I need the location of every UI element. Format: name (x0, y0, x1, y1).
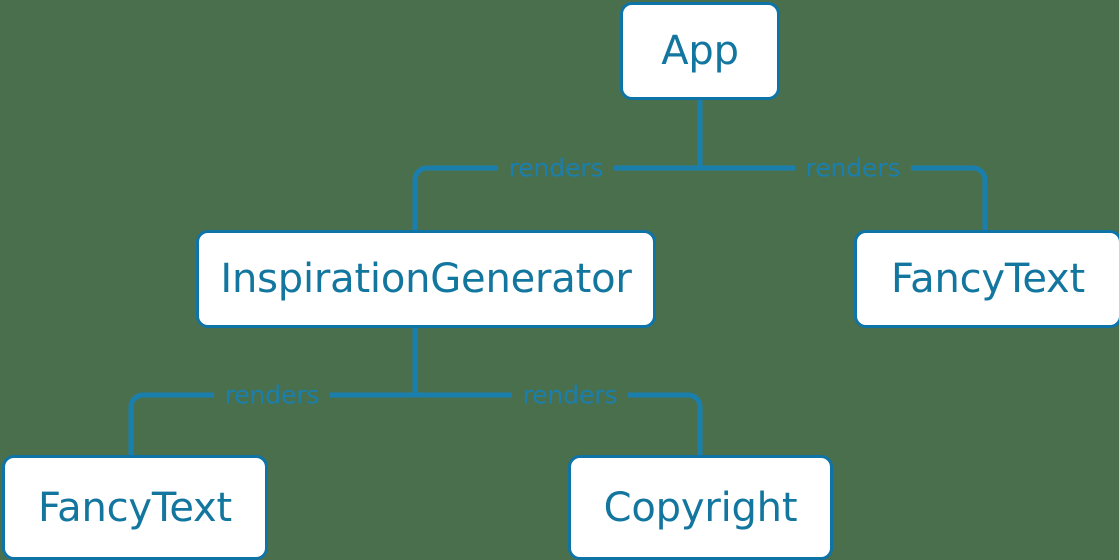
node-app-label: App (661, 28, 739, 74)
edge-label-app-to-inspiration-generator: renders (508, 153, 604, 183)
node-fancy-text-right-label: FancyText (891, 256, 1085, 302)
node-inspiration-generator[interactable]: InspirationGenerator (196, 230, 656, 328)
edge-label-inspiration-generator-to-fancy-text: renders (224, 380, 320, 410)
node-app[interactable]: App (620, 2, 780, 100)
node-fancy-text-right[interactable]: FancyText (854, 230, 1119, 328)
edge-app-to-fancy-text-right-tail (911, 165, 988, 230)
node-copyright[interactable]: Copyright (568, 455, 833, 560)
edge-label-inspiration-generator-to-copyright: renders (522, 380, 618, 410)
edge-inspiration-generator-to-copyright-tail (628, 392, 703, 455)
node-copyright-label: Copyright (603, 484, 798, 531)
node-fancy-text-bottom-left[interactable]: FancyText (2, 455, 268, 560)
edge-label-app-to-fancy-text-right: renders (805, 153, 901, 183)
edge-app-to-inspiration-generator-tail (412, 165, 498, 230)
edge-inspiration-generator-to-fancy-text-tail (128, 392, 214, 455)
node-fancy-text-bottom-left-label: FancyText (38, 484, 232, 531)
node-inspiration-generator-label: InspirationGenerator (220, 256, 632, 302)
